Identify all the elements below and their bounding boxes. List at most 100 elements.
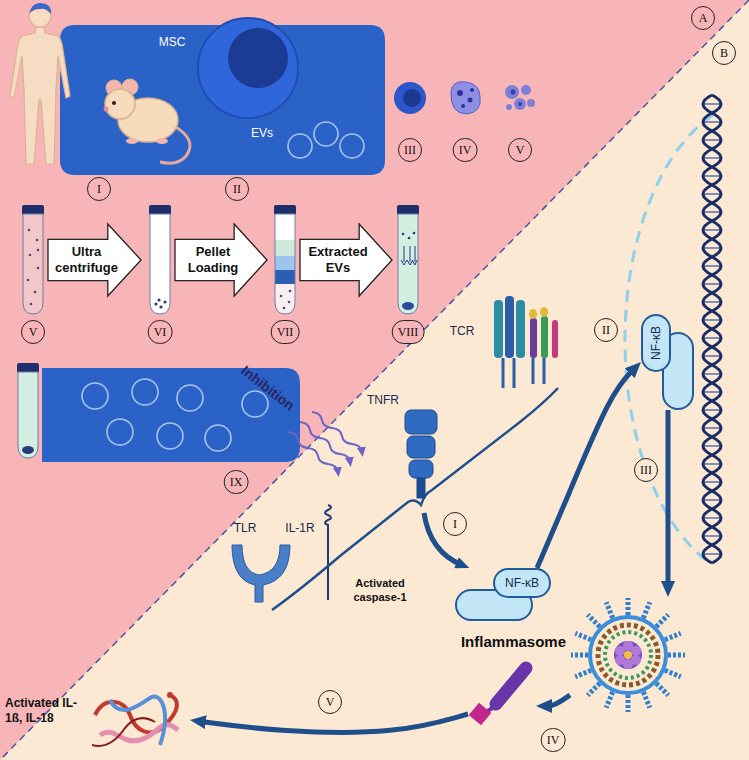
tcr-receptor	[552, 320, 558, 358]
test-tubes	[154, 302, 157, 305]
test-tubes	[275, 284, 295, 314]
tlr-receptor	[232, 545, 290, 602]
tnfr-receptor	[409, 460, 433, 478]
figure-label: Activated caspase-1	[344, 576, 416, 604]
cell-stages	[457, 90, 463, 96]
protein-label: NF-κB	[642, 315, 670, 371]
cytokine-figure	[167, 692, 173, 698]
connector-arrow	[537, 368, 635, 568]
cell-stages	[514, 98, 526, 110]
receptor-bracket	[272, 388, 558, 610]
edge-callout: II	[594, 318, 618, 342]
test-tubes	[275, 214, 295, 314]
tnfr-receptor	[417, 478, 425, 498]
test-tubes	[275, 214, 295, 314]
msc-panel	[288, 134, 312, 158]
msc-panel	[60, 18, 385, 175]
test-tubes	[22, 205, 419, 314]
il1r-receptor	[325, 505, 331, 600]
ev-panel	[157, 423, 183, 449]
test-tubes	[283, 307, 286, 310]
callout-number: V	[508, 138, 532, 162]
arrow-label: Extracted EVs	[305, 244, 371, 276]
inflammasome-figure	[571, 598, 685, 712]
inhibition-arrows	[300, 422, 350, 462]
inflammasome-figure	[605, 632, 651, 678]
test-tubes	[413, 232, 416, 235]
ev-panel	[18, 372, 38, 458]
test-tubes	[404, 246, 415, 262]
human-figure	[10, 27, 70, 164]
cell-stages	[505, 85, 519, 99]
cytokine-figure	[92, 718, 155, 746]
dna-helix	[703, 95, 721, 563]
inflammasome-figure	[598, 625, 658, 685]
cell-stages	[470, 88, 474, 92]
callout-number: III	[398, 138, 422, 162]
test-tubes	[275, 270, 295, 284]
protein-complex: NF-κB	[455, 568, 551, 622]
process-label: Inhibition	[238, 362, 297, 413]
callout-number: V	[21, 320, 45, 344]
tcr-receptor	[494, 300, 503, 358]
test-tubes	[402, 233, 405, 236]
tcr-receptor	[494, 296, 558, 388]
inhibition-arrows	[312, 412, 362, 452]
process-arrow: Pellet Loading	[174, 223, 268, 297]
test-tubes	[163, 300, 166, 303]
caspase-figure	[496, 668, 526, 704]
test-tubes	[157, 298, 160, 301]
ev-panel	[82, 383, 108, 409]
arrow-label: Pellet Loading	[180, 244, 246, 276]
test-tubes	[159, 305, 162, 308]
dna-helix	[703, 95, 721, 563]
mouse-figure	[104, 79, 191, 163]
test-tubes	[34, 291, 37, 294]
inflammasome-figure	[615, 646, 625, 656]
test-tubes	[401, 260, 417, 265]
test-tubes	[288, 301, 291, 304]
il1r-receptor	[325, 505, 331, 600]
test-tubes	[29, 254, 32, 257]
test-tubes	[30, 303, 33, 306]
callout-number: VIII	[392, 320, 425, 344]
protein-complex: NF-κB	[641, 314, 695, 410]
cytokine-node: Activated IL-1ß, IL-18	[86, 686, 190, 754]
panel-letter: A	[691, 6, 715, 30]
cell-stages	[451, 82, 480, 114]
callout-number: II	[225, 177, 249, 201]
callout-number: VII	[271, 320, 300, 344]
ev-panel	[17, 363, 300, 462]
mouse-figure	[126, 138, 138, 144]
caspase-figure	[469, 668, 526, 725]
inflammasome-figure	[614, 641, 642, 669]
test-tubes	[398, 214, 418, 314]
test-tubes	[280, 295, 283, 298]
human-figure	[29, 3, 51, 14]
protein-shape	[642, 315, 670, 371]
ev-panel	[205, 425, 231, 451]
mouse-figure	[156, 138, 168, 144]
test-tubes	[37, 249, 40, 252]
process-arrow: Extracted EVs	[299, 223, 393, 297]
tnfr-receptor	[405, 410, 437, 434]
ev-panel	[177, 385, 203, 411]
cell-stages	[394, 82, 426, 114]
inflammasome-node: Inflammasome	[570, 597, 686, 713]
test-tubes	[28, 229, 31, 232]
cell-stages	[394, 82, 535, 114]
tcr-receptor	[516, 300, 525, 358]
msc-panel	[228, 28, 288, 88]
tlr-receptor	[232, 545, 290, 602]
test-tubes	[275, 256, 295, 270]
tcr-receptor	[540, 307, 548, 317]
tnfr-receptor	[405, 410, 437, 498]
arrow-shape	[300, 224, 392, 296]
ev-panel	[22, 446, 34, 454]
inhibition-arrows	[288, 432, 338, 472]
test-tubes	[23, 214, 43, 314]
